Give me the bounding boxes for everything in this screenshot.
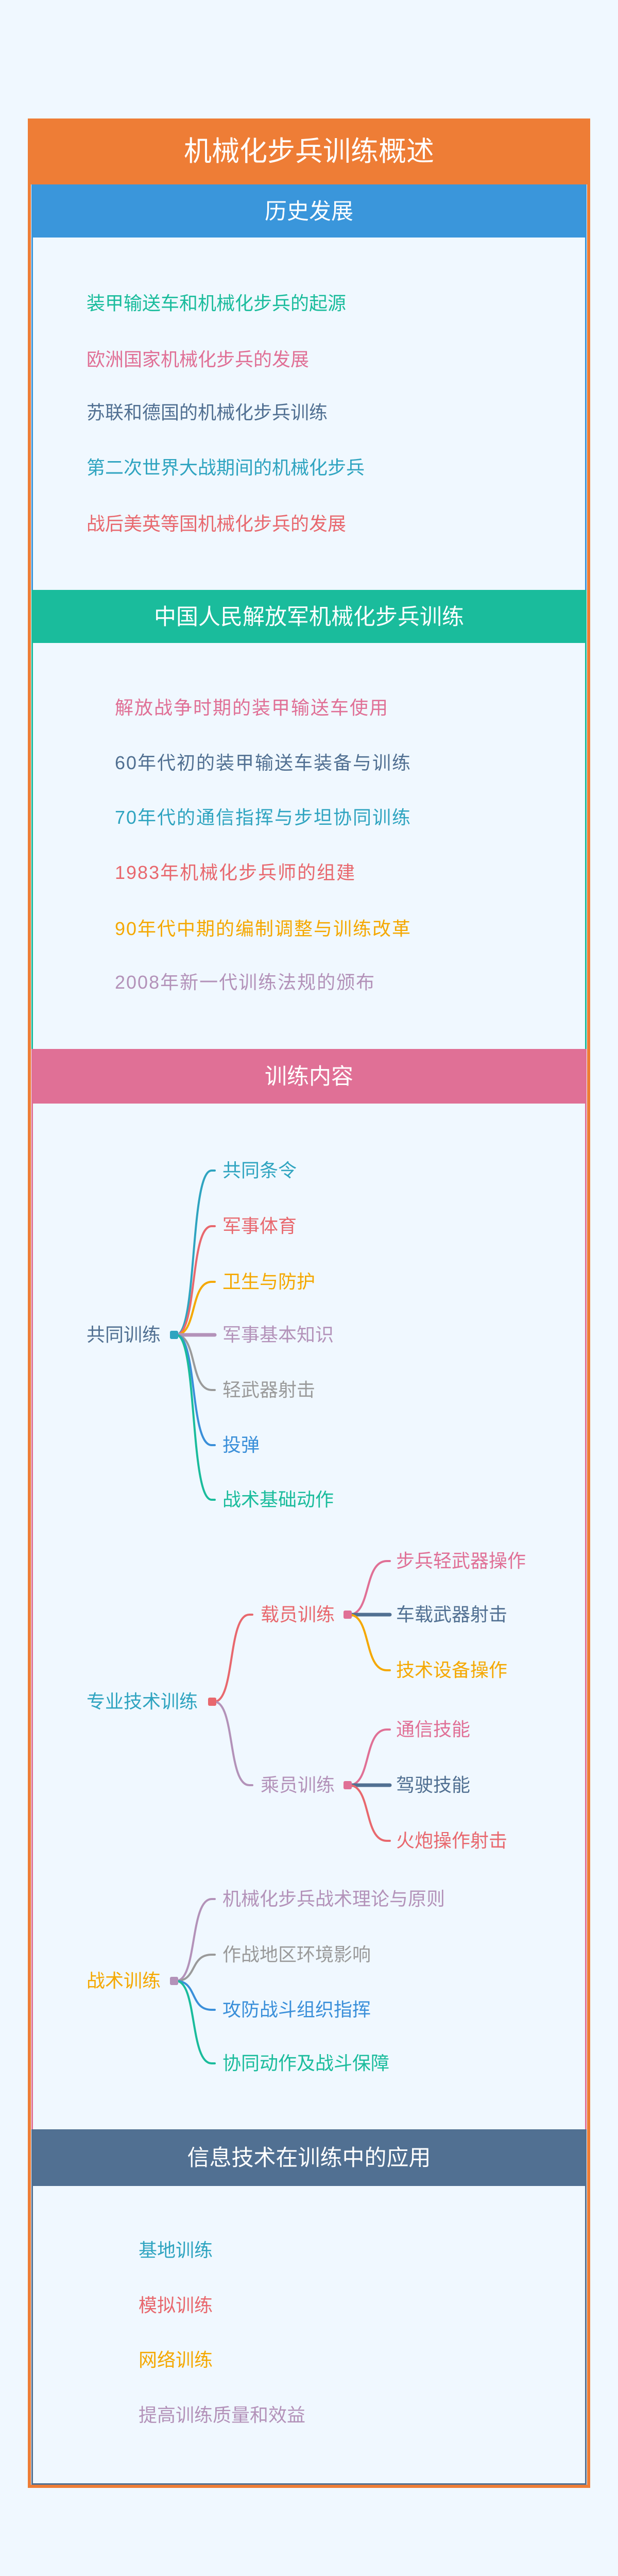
mindmap-edge [175, 1954, 216, 1982]
pla-item: 1983年机械化步兵师的组建 [115, 862, 356, 883]
pla-item: 解放战争时期的装甲输送车使用 [115, 697, 389, 718]
pla-item: 60年代初的装甲输送车装备与训练 [115, 752, 412, 773]
mindmap-connectors [170, 1170, 392, 2064]
mindmap-node-tactical: 战术训练 [87, 1970, 161, 1991]
mindmap-edge [175, 1980, 216, 2011]
mindmap-leaf: 驾驶技能 [396, 1774, 471, 1795]
mindmap-leaf: 步兵轻武器操作 [396, 1550, 526, 1571]
pla-item: 70年代的通信指挥与步坦协同训练 [115, 807, 412, 828]
section-pla-title: 中国人民解放军机械化步兵训练 [33, 591, 585, 643]
section-history: 历史发展 装甲输送车和机械化步兵的起源 欧洲国家机械化步兵的发展 苏联和德国的机… [31, 184, 587, 591]
mindmap-leaf: 作战地区环境影响 [222, 1944, 371, 1965]
mindmap-edge [175, 1225, 216, 1336]
mindmap-node-technical: 专业技术训练 [87, 1691, 198, 1712]
mindmap-edge [175, 1281, 216, 1336]
section-pla: 中国人民解放军机械化步兵训练 解放战争时期的装甲输送车使用 60年代初的装甲输送… [31, 590, 587, 1052]
history-item: 第二次世界大战期间的机械化步兵 [87, 457, 365, 478]
overview-card [28, 118, 590, 2488]
mindmap-leaf: 技术设备操作 [396, 1659, 508, 1681]
mindmap-leaf: 军事体育 [222, 1215, 297, 1236]
section-it: 信息技术在训练中的应用 基地训练 模拟训练 网络训练 提高训练质量和效益 [31, 2129, 587, 2485]
mindmap-leaf: 车载武器射击 [396, 1604, 508, 1625]
it-item: 模拟训练 [139, 2295, 213, 2316]
history-item: 装甲输送车和机械化步兵的起源 [87, 293, 347, 314]
mindmap-junction [208, 1698, 216, 1706]
section-it-title: 信息技术在训练中的应用 [33, 2131, 585, 2186]
section-training-content-title: 训练内容 [33, 1050, 585, 1104]
mindmap-edge [175, 1334, 216, 1501]
mindmap-leaf: 军事基本知识 [222, 1324, 334, 1345]
it-item: 基地训练 [139, 2240, 213, 2261]
it-item: 网络训练 [139, 2349, 213, 2370]
mindmap-edge [213, 1701, 253, 1786]
mindmap-leaf: 共同条令 [222, 1160, 297, 1181]
mindmap-edge [213, 1614, 253, 1703]
mindmap-junction [170, 1977, 178, 1985]
mindmap-edge [348, 1560, 391, 1616]
mindmap-leaf: 战术基础动作 [222, 1489, 334, 1510]
mindmap-edge [175, 1980, 216, 2064]
history-item: 战后美英等国机械化步兵的发展 [87, 513, 347, 534]
mindmap-leaf: 卫生与防护 [222, 1271, 316, 1292]
mindmap-leaf: 通信技能 [396, 1719, 471, 1740]
mindmap-leaf: 轻武器射击 [222, 1379, 316, 1400]
mindmap-node-carried: 载员训练 [261, 1604, 335, 1625]
mindmap-edge [175, 1334, 216, 1446]
page-title: 机械化步兵训练概述 [28, 118, 590, 184]
mindmap-edge [175, 1334, 216, 1391]
mindmap-leaf: 火炮操作射击 [396, 1830, 508, 1851]
pla-item: 90年代中期的编制调整与训练改革 [115, 918, 412, 939]
it-item: 提高训练质量和效益 [139, 2404, 306, 2426]
mindmap-edge [348, 1614, 391, 1671]
mindmap-leaf: 机械化步兵战术理论与原则 [222, 1888, 445, 1909]
history-item: 欧洲国家机械化步兵的发展 [87, 349, 310, 370]
mindmap-node-crew: 乘员训练 [261, 1774, 335, 1795]
mindmap-node-common: 共同训练 [87, 1324, 161, 1345]
mindmap-edge [175, 1170, 216, 1336]
section-history-title: 历史发展 [33, 186, 585, 238]
mindmap-junction [344, 1781, 352, 1789]
pla-item: 2008年新一代训练法规的颁布 [115, 972, 376, 993]
mindmap-junction [170, 1331, 178, 1339]
mindmap-edge [348, 1728, 391, 1786]
mindmap-junction [344, 1611, 352, 1619]
mindmap-leaf: 攻防战斗组织指挥 [222, 1999, 371, 2020]
history-item: 苏联和德国的机械化步兵训练 [87, 402, 328, 423]
mindmap-leaf: 协同动作及战斗保障 [222, 2053, 390, 2074]
mindmap-edge [175, 1898, 216, 1982]
mindmap-leaf: 投弹 [222, 1434, 260, 1455]
mindmap-edge [348, 1784, 391, 1842]
